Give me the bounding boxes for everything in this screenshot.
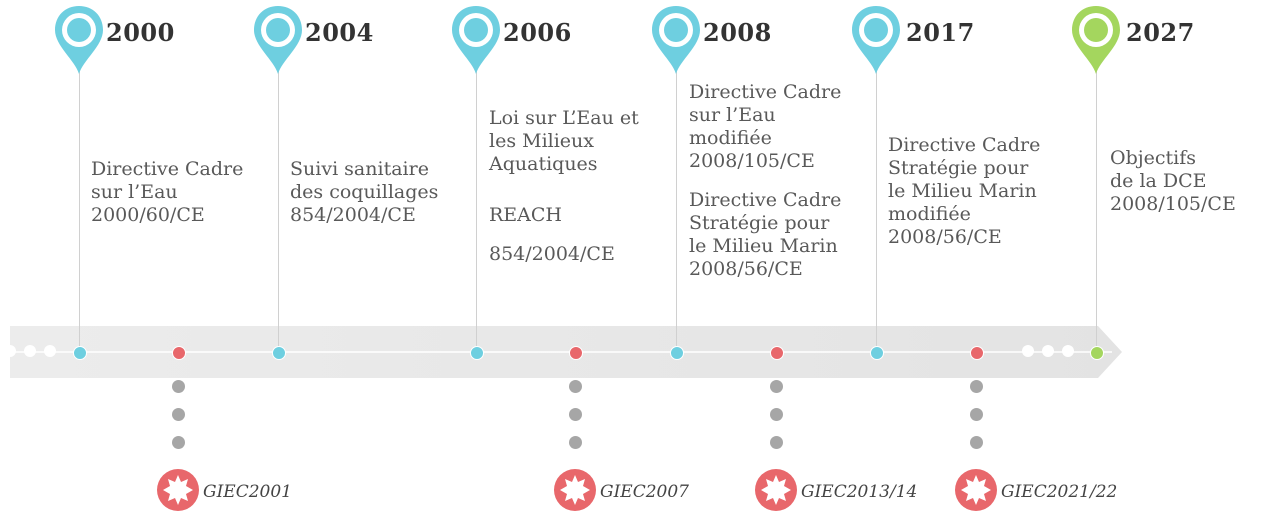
milestone-description: Directive Cadre sur l’Eau 2000/60/CE: [91, 158, 271, 227]
description-text: Loi sur L’Eau et les Milieux Aquatiques: [489, 107, 639, 175]
milestone-dot: [272, 346, 286, 360]
milestone-year: 2006: [503, 18, 572, 47]
seal-badge-icon: [554, 469, 596, 511]
giec-label: GIEC2001: [203, 482, 292, 502]
giec-connector-dot: [172, 380, 185, 393]
milestone-year: 2004: [305, 18, 374, 47]
giec-connector-dot: [569, 380, 582, 393]
seal-badge-icon: [755, 469, 797, 511]
seal-badge-icon: [157, 469, 199, 511]
connector-line: [278, 68, 279, 346]
connector-line: [876, 68, 877, 346]
milestone-dot: [1090, 346, 1104, 360]
milestone-description: Objectifs de la DCE 2008/105/CE: [1110, 147, 1268, 216]
giec-connector-dot: [569, 408, 582, 421]
milestone-year: 2008: [703, 18, 772, 47]
giec-dot: [569, 346, 583, 360]
map-pin-icon: [652, 6, 700, 74]
giec-connector-dot: [770, 380, 783, 393]
giec-connector-dot: [569, 436, 582, 449]
giec-label: GIEC2007: [600, 482, 689, 502]
milestone-year: 2000: [106, 18, 175, 47]
description-text: Directive Cadre sur l’Eau 2000/60/CE: [91, 158, 244, 226]
timeline-start-dots: [0, 343, 70, 361]
description-text: Suivi sanitaire des coquillages 854/2004…: [290, 158, 439, 226]
giec-label: GIEC2021/22: [1001, 482, 1118, 502]
milestone-dot: [670, 346, 684, 360]
description-text: Directive Cadre sur l’Eau modifiée 2008/…: [689, 81, 842, 172]
map-pin-icon: [452, 6, 500, 74]
milestone-description: Loi sur L’Eau et les Milieux Aquatiques …: [489, 107, 669, 266]
giec-connector-dot: [970, 408, 983, 421]
connector-line: [676, 68, 677, 346]
milestone-dot: [870, 346, 884, 360]
map-pin-icon: [55, 6, 103, 74]
description-text: REACH: [489, 204, 563, 226]
milestone-description: Directive Cadre sur l’Eau modifiée 2008/…: [689, 81, 871, 281]
giec-connector-dot: [172, 408, 185, 421]
description-text: 854/2004/CE: [489, 243, 615, 265]
description-text: Directive Cadre Stratégie pour le Milieu…: [888, 134, 1041, 248]
seal-badge-icon: [955, 469, 997, 511]
connector-line: [79, 68, 80, 346]
giec-dot: [770, 346, 784, 360]
giec-label: GIEC2013/14: [801, 482, 918, 502]
description-text: Objectifs de la DCE 2008/105/CE: [1110, 147, 1236, 215]
milestone-dot: [73, 346, 87, 360]
milestone-year: 2017: [906, 18, 975, 47]
giec-dot: [970, 346, 984, 360]
milestone-year: 2027: [1126, 18, 1195, 47]
map-pin-icon: [254, 6, 302, 74]
giec-connector-dot: [770, 408, 783, 421]
milestone-description: Suivi sanitaire des coquillages 854/2004…: [290, 158, 470, 227]
giec-dot: [172, 346, 186, 360]
milestone-dot: [470, 346, 484, 360]
map-pin-icon: [852, 6, 900, 74]
connector-line: [476, 68, 477, 346]
milestone-description: Directive Cadre Stratégie pour le Milieu…: [888, 134, 1070, 249]
connector-line: [1096, 68, 1097, 346]
timeline-end-dots: [1018, 343, 1088, 361]
giec-connector-dot: [172, 436, 185, 449]
map-pin-icon: [1072, 6, 1120, 74]
description-text: Directive Cadre Stratégie pour le Milieu…: [689, 189, 842, 280]
giec-connector-dot: [970, 436, 983, 449]
giec-connector-dot: [970, 380, 983, 393]
giec-connector-dot: [770, 436, 783, 449]
